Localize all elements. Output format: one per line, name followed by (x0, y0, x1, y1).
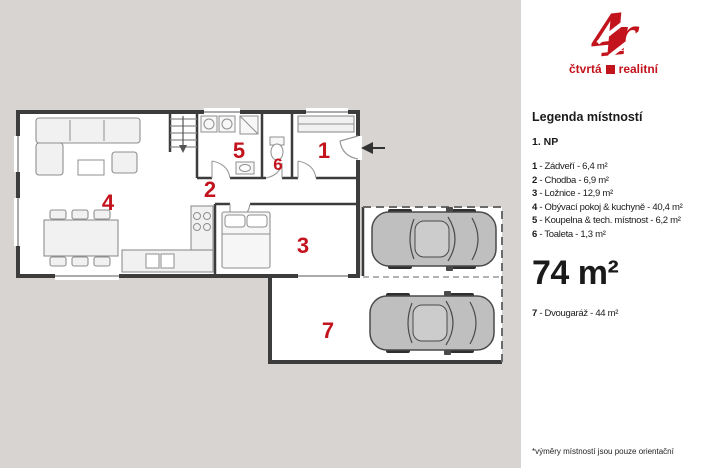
chair (93, 209, 111, 220)
bathroom-fixtures (200, 115, 259, 175)
chair (49, 256, 67, 267)
garage-walls (268, 206, 503, 364)
stairs-direction-arrow-icon (179, 145, 187, 153)
garage-list-item: 7 - Dvougaráž - 44 m² (532, 308, 695, 319)
bedroom-furniture (221, 211, 271, 269)
legend-title: Legenda místností (532, 110, 643, 124)
living-room-furniture (35, 117, 141, 267)
room-list: 1 - Zádveří - 6,4 m² 2 - Chodba - 6,9 m²… (532, 160, 695, 241)
floor-label: 1. NP (532, 136, 559, 148)
room-number-7: 7 (322, 318, 334, 343)
toilet (269, 136, 285, 161)
room-item-desc: - Chodba - 6,9 m² (539, 174, 609, 186)
brand-logo-mark: 4r (587, 2, 645, 71)
stove-burners (193, 212, 211, 231)
room-number-3: 3 (297, 233, 309, 258)
room-item-desc: - Zádveří - 6,4 m² (539, 161, 608, 172)
room-list-item-6: 6 - Toaleta - 1,3 m² (532, 228, 695, 242)
room-number-4: 4 (102, 190, 115, 215)
room-item-number: 1 (532, 161, 537, 172)
sofa (35, 117, 141, 144)
room-item-number: 7 (532, 308, 537, 319)
room-list-item-5: 5 - Koupelna & tech. místnost - 6,2 m² (532, 214, 695, 228)
dining-table (43, 219, 119, 257)
chair (71, 209, 89, 220)
total-area: 74 m² (532, 254, 619, 292)
room-item-number: 2 (532, 174, 537, 186)
kitchen (121, 205, 214, 273)
footnote: *výměry místností jsou pouze orientační (532, 447, 674, 456)
room-number-2: 2 (204, 177, 216, 202)
staircase (170, 116, 197, 153)
chair (93, 256, 111, 267)
armchair (111, 151, 138, 174)
room-item-desc: - Koupelna & tech. místnost - 6,2 m² (539, 215, 681, 226)
chair (71, 256, 89, 267)
brand-name-right: realitní (618, 62, 659, 76)
entrance-arrow-icon (361, 142, 373, 154)
room-item-number: 5 (532, 215, 537, 226)
brand-name: čtvrtá realitní (532, 62, 695, 76)
interior-walls (168, 112, 358, 276)
pillow (246, 214, 268, 228)
coffee-table (77, 159, 105, 176)
room-list-item-3: 3 - Ložnice - 12,9 m² (532, 187, 695, 201)
washing-machine (200, 115, 218, 133)
room-list-item-2: 2 - Chodba - 6,9 m² (532, 174, 695, 188)
kitchen-sink (145, 253, 160, 269)
room-list-item-4: 4 - Obývací pokoj & kuchyně - 40,4 m² (532, 201, 695, 215)
room-numbers: 1 2 3 4 5 6 7 (102, 138, 334, 343)
garage-door-dashed-line (363, 206, 503, 362)
room-item-number: 3 (532, 188, 537, 199)
room-number-5: 5 (233, 138, 245, 163)
room-item-number: 4 (532, 201, 537, 213)
car-2 (369, 290, 495, 356)
pillow (224, 214, 246, 228)
room-item-desc: - Ložnice - 12,9 m² (539, 188, 613, 199)
room-number-6: 6 (273, 155, 282, 174)
room-number-1: 1 (318, 138, 330, 163)
entry-closet (297, 115, 355, 133)
brand-logo: 4r čtvrtá realitní (532, 2, 695, 98)
windows (14, 108, 348, 280)
floorplan: 1 2 3 4 5 6 7 (14, 108, 503, 364)
room-item-desc: - Obývací pokoj & kuchyně - 40,4 m² (539, 201, 683, 213)
brand-square-icon (605, 64, 615, 74)
main-entrance (339, 135, 385, 160)
car-1 (371, 206, 497, 272)
brand-name-left: čtvrtá (568, 62, 602, 76)
dryer (218, 115, 236, 133)
room-item-desc: - Toaleta - 1,3 m² (539, 228, 606, 240)
chair (49, 209, 67, 220)
legend-panel: 4r čtvrtá realitní Legenda místností 1. … (521, 0, 702, 468)
room-item-number: 6 (532, 228, 537, 240)
room-item-desc: - Dvougaráž - 44 m² (539, 308, 619, 319)
room-list-item-1: 1 - Zádveří - 6,4 m² (532, 160, 695, 174)
